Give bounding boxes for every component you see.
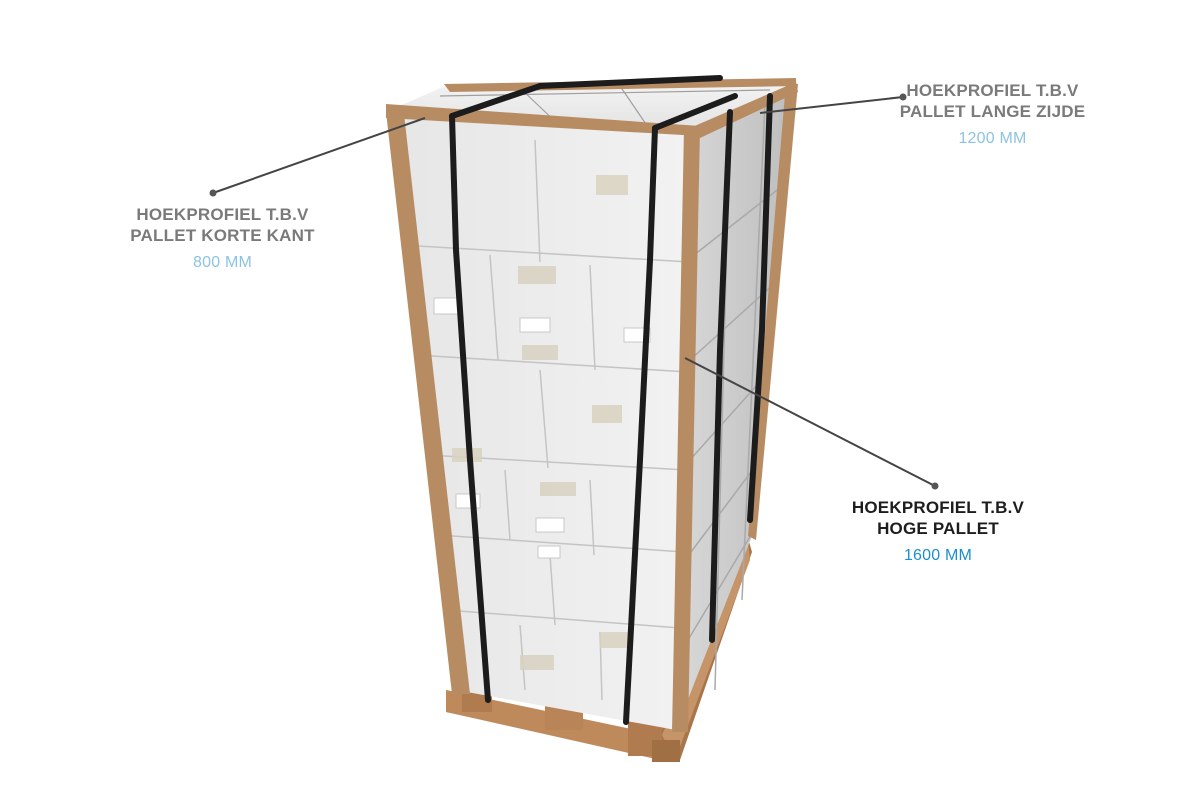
pallet-straps bbox=[449, 75, 773, 725]
callout-high-pallet: HOEKPROFIEL T.B.V HOGE PALLET 1600 MM bbox=[838, 497, 1038, 566]
callout-dot-long bbox=[899, 93, 907, 101]
callout-short-side: HOEKPROFIEL T.B.V PALLET KORTE KANT 800 … bbox=[120, 204, 325, 273]
stack-front-face bbox=[392, 116, 692, 730]
callout-short-line1: HOEKPROFIEL T.B.V bbox=[136, 205, 309, 224]
callout-dot-high bbox=[931, 482, 939, 490]
callout-leaders bbox=[212, 96, 936, 487]
callout-dot-short bbox=[209, 189, 217, 197]
callout-high-line2: HOGE PALLET bbox=[877, 519, 999, 538]
callout-high-line1: HOEKPROFIEL T.B.V bbox=[851, 498, 1025, 517]
callout-short-measure: 800 MM bbox=[193, 254, 252, 271]
callout-long-measure: 1200 MM bbox=[958, 130, 1027, 147]
callout-short-line2: PALLET KORTE KANT bbox=[130, 226, 315, 245]
callout-long-line2: PALLET LANGE ZIJDE bbox=[899, 102, 1086, 121]
callout-long-line1: HOEKPROFIEL T.B.V bbox=[906, 81, 1079, 100]
callout-long-side: HOEKPROFIEL T.B.V PALLET LANGE ZIJDE 120… bbox=[885, 80, 1100, 149]
callout-high-measure: 1600 MM bbox=[903, 547, 973, 564]
